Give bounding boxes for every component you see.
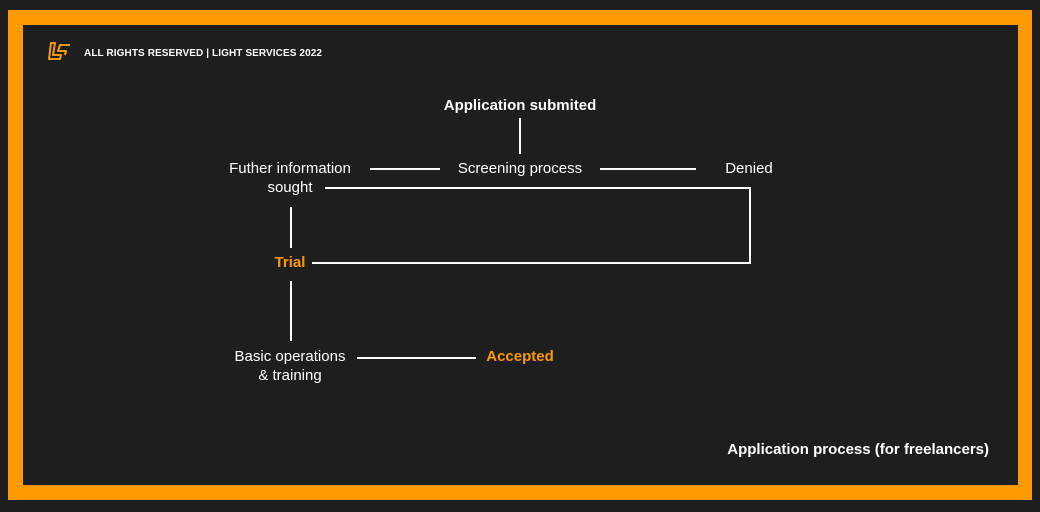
node-basic-operations-line1: Basic operations bbox=[234, 348, 346, 365]
ls-logo-icon bbox=[48, 41, 72, 66]
node-basic-operations-line2: & training bbox=[258, 367, 322, 384]
node-screening-process: Screening process bbox=[457, 160, 583, 177]
node-trial: Trial bbox=[274, 254, 306, 271]
frame-notch bbox=[1018, 62, 1032, 485]
diagram-caption: Application process (for freelancers) bbox=[727, 441, 989, 458]
node-further-information-line2: sought bbox=[267, 179, 313, 196]
node-further-information-line1: Futher information bbox=[229, 160, 351, 177]
slide-header: ALL RIGHTS RESERVED | LIGHT SERVICES 202… bbox=[48, 41, 323, 66]
node-accepted: Accepted bbox=[486, 348, 554, 365]
node-application-submitted: Application submited bbox=[443, 97, 597, 114]
node-denied: Denied bbox=[725, 160, 773, 177]
copyright-text: ALL RIGHTS RESERVED | LIGHT SERVICES 202… bbox=[84, 47, 323, 59]
slide-canvas bbox=[23, 25, 1018, 485]
connector-further-denied bbox=[312, 187, 751, 264]
